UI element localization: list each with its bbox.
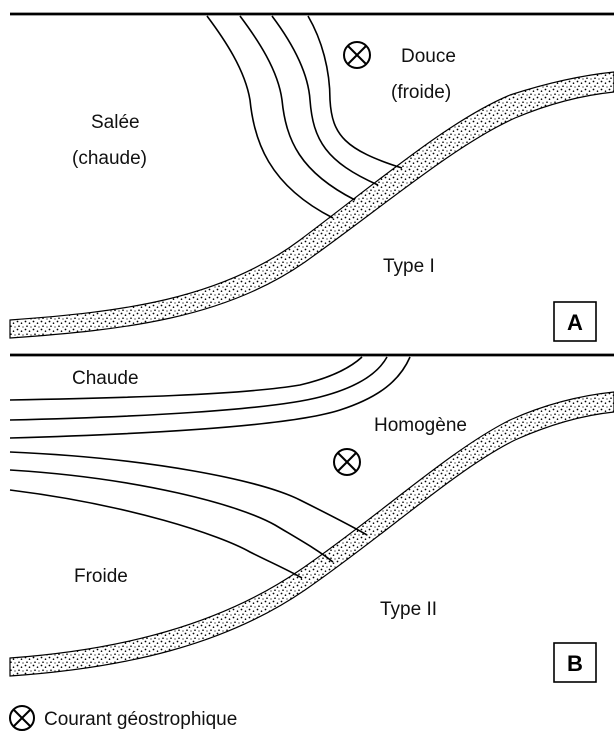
isopycnal-a-3: [272, 16, 378, 185]
label-chaude-a: (chaude): [72, 148, 147, 169]
label-douce: Douce: [401, 46, 456, 67]
legend-circled-x-icon: [10, 706, 34, 730]
label-homogene: Homogène: [374, 415, 467, 436]
label-froide-b: Froide: [74, 566, 128, 587]
panel-a: Salée (chaude) Douce (froide) Type I A: [10, 14, 614, 341]
isopycnal-a-2: [240, 16, 355, 200]
label-chaude-b: Chaude: [72, 368, 139, 389]
isopycnal-b-bot-1: [10, 452, 367, 535]
panel-tag-a: A: [567, 310, 583, 335]
isopycnal-b-top-1: [10, 357, 362, 400]
legend-text: Courant géostrophique: [44, 709, 237, 730]
geostrophic-current-icon-a: [344, 42, 370, 68]
isopycnal-b-bot-2: [10, 470, 333, 562]
isopycnal-a-4: [308, 16, 402, 168]
isopycnal-b-top-3: [10, 357, 410, 438]
label-type-i: Type I: [383, 256, 435, 277]
panel-b: Chaude Homogène Froide Type II B: [10, 355, 614, 682]
isopycnal-b-top-2: [10, 357, 387, 420]
isopycnal-b-bot-3: [10, 490, 302, 578]
isopycnal-a-1: [207, 16, 333, 218]
label-salee: Salée: [91, 112, 140, 133]
label-type-ii: Type II: [380, 599, 437, 620]
label-froide-a: (froide): [391, 82, 451, 103]
panel-tag-b: B: [567, 651, 583, 676]
geostrophic-current-icon-b: [334, 449, 360, 475]
legend: Courant géostrophique: [10, 706, 237, 730]
